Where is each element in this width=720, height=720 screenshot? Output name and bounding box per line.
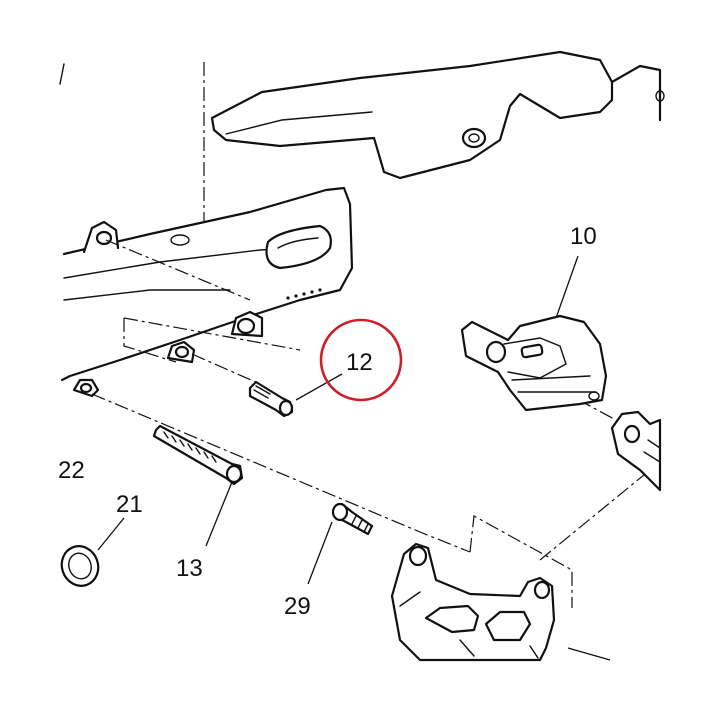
upper-chain-guard	[59, 50, 665, 180]
callout-10: 10	[570, 223, 597, 250]
callout-21: 21	[116, 491, 143, 518]
part-21-washer	[60, 545, 100, 587]
callout-12: 12	[346, 349, 373, 376]
part-13-long-bolt	[152, 424, 244, 486]
part-29-screw	[331, 502, 374, 536]
callout-22: 22	[58, 457, 85, 484]
leader-lines	[97, 255, 611, 661]
swingarm-chain-slider	[60, 186, 354, 398]
highlight-ring	[319, 318, 403, 402]
part-10-chain-guide	[460, 314, 608, 412]
callout-13: 13	[176, 555, 203, 582]
lower-bracket	[390, 542, 556, 662]
right-bracket	[610, 410, 662, 492]
part-12-screw	[248, 380, 294, 418]
callout-29: 29	[284, 593, 311, 620]
